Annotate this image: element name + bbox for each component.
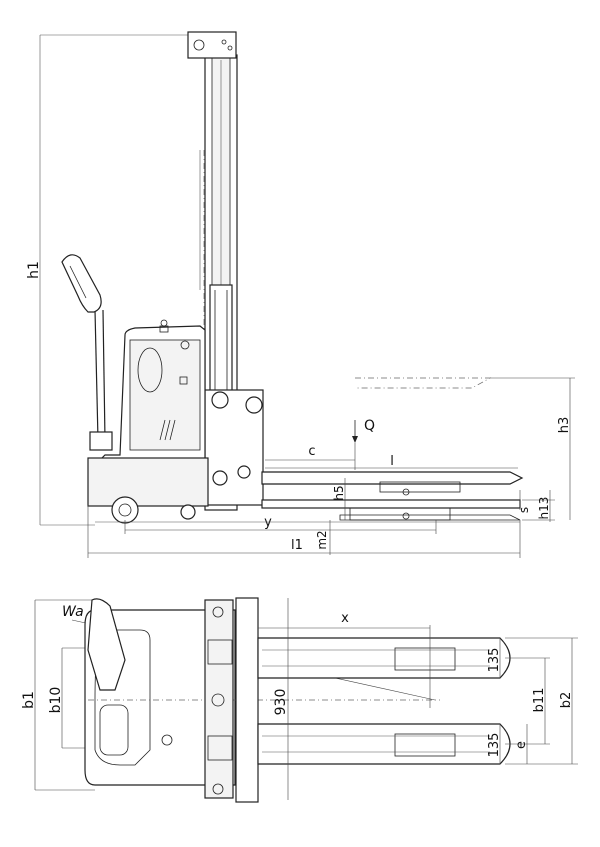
b2-label: b2 [559, 692, 574, 709]
tiller-handle [61, 254, 102, 313]
battery-cover [129, 339, 201, 451]
carriage-roller [245, 396, 263, 414]
fork-upper [261, 471, 524, 485]
mast-top-bolt [212, 606, 224, 618]
carriage-top [235, 597, 259, 803]
drive-wheel [111, 496, 139, 524]
top-view-pivot [161, 734, 173, 746]
y-label: y [264, 515, 272, 530]
load-wheel-housing [349, 507, 451, 521]
side-view: h1 [26, 31, 575, 558]
tiller-top [87, 598, 126, 691]
h5-label: h5 [332, 485, 346, 500]
b1-label: b1 [21, 691, 37, 709]
mast-top-bolt [212, 783, 224, 795]
carriage-roller [211, 391, 229, 409]
fork-tip-roller [379, 481, 461, 493]
fork-roller-pin [402, 512, 410, 520]
mast-bracket [207, 735, 233, 761]
b10-label: b10 [48, 687, 64, 714]
mast-bracket [207, 639, 233, 665]
truck-body [87, 319, 209, 507]
chassis-base [87, 457, 209, 507]
fork-lower [261, 499, 521, 509]
fork-roller-lower [394, 733, 456, 757]
body-logo [137, 347, 163, 393]
wa-label: Wa [62, 604, 84, 620]
l-label: l [390, 454, 394, 469]
e-label: e [514, 741, 529, 749]
fork-roller-upper [394, 647, 456, 671]
tiller-arm [102, 309, 106, 441]
c-label: c [308, 444, 315, 459]
top-view: b1 b10 Wa [21, 597, 578, 803]
b11-label: b11 [532, 688, 547, 713]
raised-fork-outline [355, 377, 492, 389]
fork-top-lower [257, 723, 511, 765]
mast-top [204, 599, 234, 799]
m2-label: m2 [315, 530, 329, 549]
tiller-grip [69, 265, 87, 299]
fork-roller-pin [402, 488, 410, 496]
tiller-arm [94, 309, 99, 441]
tiller-pivot [89, 431, 113, 451]
lift-cylinder [209, 284, 233, 396]
vent-slot [164, 419, 171, 441]
h1-label: h1 [26, 261, 42, 279]
mast-pulley [193, 39, 205, 51]
fork-top-upper [257, 637, 511, 679]
fork-base-tip [339, 514, 521, 521]
h3-label: h3 [557, 417, 572, 434]
stabiliser-wheel [180, 504, 196, 520]
mast [187, 31, 264, 511]
vent-slot [159, 419, 166, 441]
carriage-roller [212, 470, 228, 486]
tiller [61, 254, 113, 451]
carriage-roller [237, 465, 251, 479]
vent-slot [169, 419, 176, 441]
mast-top-bolt [211, 693, 225, 707]
emergency-stop-base [159, 325, 169, 333]
mast-bolt [227, 45, 233, 51]
display-indicator [179, 376, 188, 385]
wheels [111, 496, 196, 524]
q-label: Q [364, 418, 375, 434]
l1-label: l1 [291, 538, 303, 553]
mast-head [187, 31, 237, 59]
s-label: s [517, 507, 531, 513]
930-label: 930 [273, 689, 289, 716]
load-center: Q [352, 418, 375, 470]
key-switch [180, 340, 190, 350]
emergency-stop [160, 319, 168, 327]
step-plate [99, 704, 129, 756]
mast-bolt [221, 39, 227, 45]
forks-side [261, 471, 524, 521]
raised-fork [355, 377, 492, 389]
h13-label: h13 [537, 497, 551, 520]
x-label: x [341, 611, 349, 626]
q-arrow-head [352, 436, 358, 443]
135-upper-label: 135 [487, 648, 502, 673]
135-lower-label: 135 [487, 733, 502, 758]
drive-wheel-hub [118, 503, 132, 517]
